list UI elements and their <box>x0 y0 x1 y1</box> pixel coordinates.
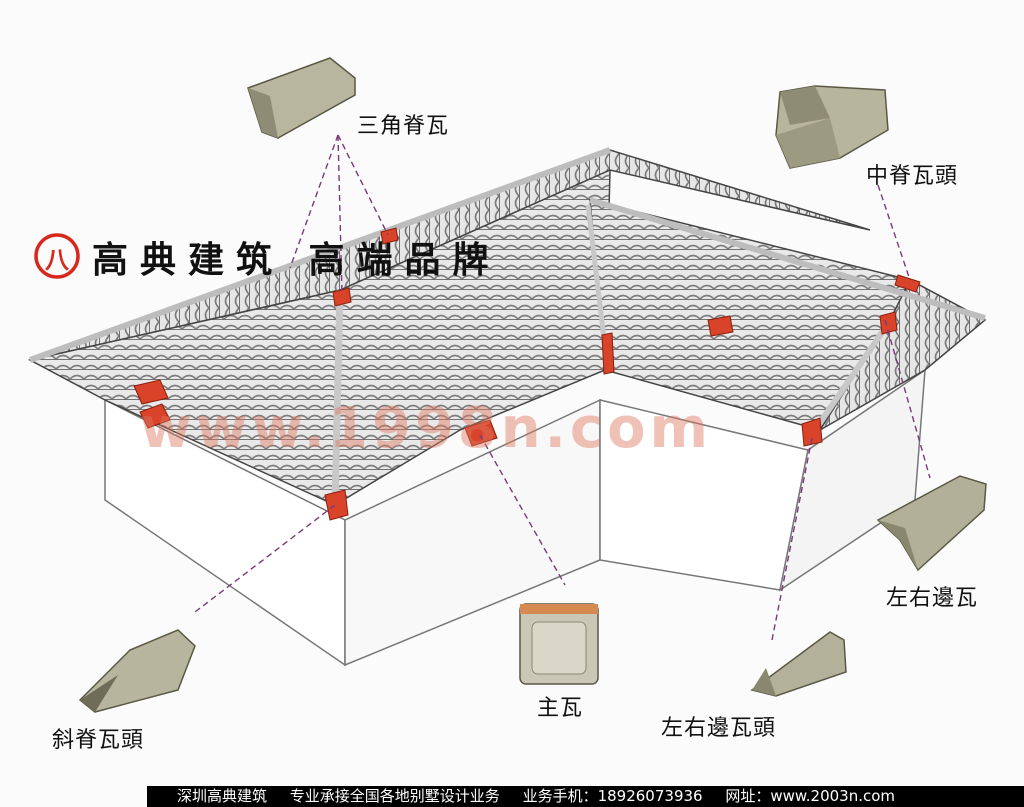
accent-tile <box>707 315 734 337</box>
tile-sample-main <box>519 603 599 685</box>
tile-sample-edge <box>876 475 987 572</box>
accent-tile <box>332 287 352 307</box>
label-middle-ridge-tile-head: 中脊瓦頭 <box>866 164 959 189</box>
leader-line <box>337 134 343 296</box>
footer-bar: 深圳高典建筑 专业承接全国各地别墅设计业务 业务手机：18926073936 网… <box>147 786 1024 807</box>
leader-lines <box>194 134 931 641</box>
tile-sample-triangular-ridge <box>247 57 356 139</box>
footer-phone: 业务手机：18926073936 <box>522 787 703 805</box>
leader-line <box>884 319 931 479</box>
label-main-tile: 主瓦 <box>537 696 584 721</box>
accent-tile <box>380 227 399 245</box>
brand-slogan: 高典建筑 高端品牌 <box>92 239 501 281</box>
leader-line <box>337 134 389 236</box>
leader-line <box>877 184 911 281</box>
accent-tile <box>879 311 898 335</box>
hip-ridge-left <box>331 289 344 506</box>
label-hip-ridge-tile-head: 斜脊瓦頭 <box>52 728 145 753</box>
footer-website: 网址：www.2003n.com <box>725 787 896 805</box>
leader-line <box>771 437 813 641</box>
tile-sample-hip-ridge-head <box>78 629 196 713</box>
brand-logo-glyph: 八 <box>45 244 69 274</box>
accent-tile <box>133 379 169 405</box>
footer-service: 专业承接全国各地别墅设计业务 <box>289 787 500 805</box>
label-left-right-edge-tile: 左右邊瓦 <box>886 586 979 611</box>
right-ridge <box>589 197 986 321</box>
tile-sample-middle-ridge-head <box>775 85 889 169</box>
accent-tiles <box>133 227 921 521</box>
accent-tile <box>464 419 498 447</box>
accent-tile <box>894 274 921 293</box>
leader-line <box>479 434 566 586</box>
label-left-right-edge-tile-head: 左右邊瓦頭 <box>661 716 777 741</box>
main-ridge <box>28 147 612 363</box>
tile-sample-edge-head <box>750 631 847 697</box>
brand-logo <box>34 233 80 279</box>
leader-line <box>289 134 339 269</box>
label-triangular-ridge-tile: 三角脊瓦 <box>357 114 450 139</box>
footer-company: 深圳高典建筑 <box>177 787 268 805</box>
accent-tile <box>801 417 823 447</box>
hip-ridge-right <box>812 316 895 432</box>
brand: 八 高典建筑 高端品牌 <box>34 232 501 282</box>
accent-tile <box>139 403 171 429</box>
accent-tile <box>324 489 349 521</box>
accent-tile <box>601 332 615 375</box>
watermark: www.1998n.com <box>140 396 712 461</box>
